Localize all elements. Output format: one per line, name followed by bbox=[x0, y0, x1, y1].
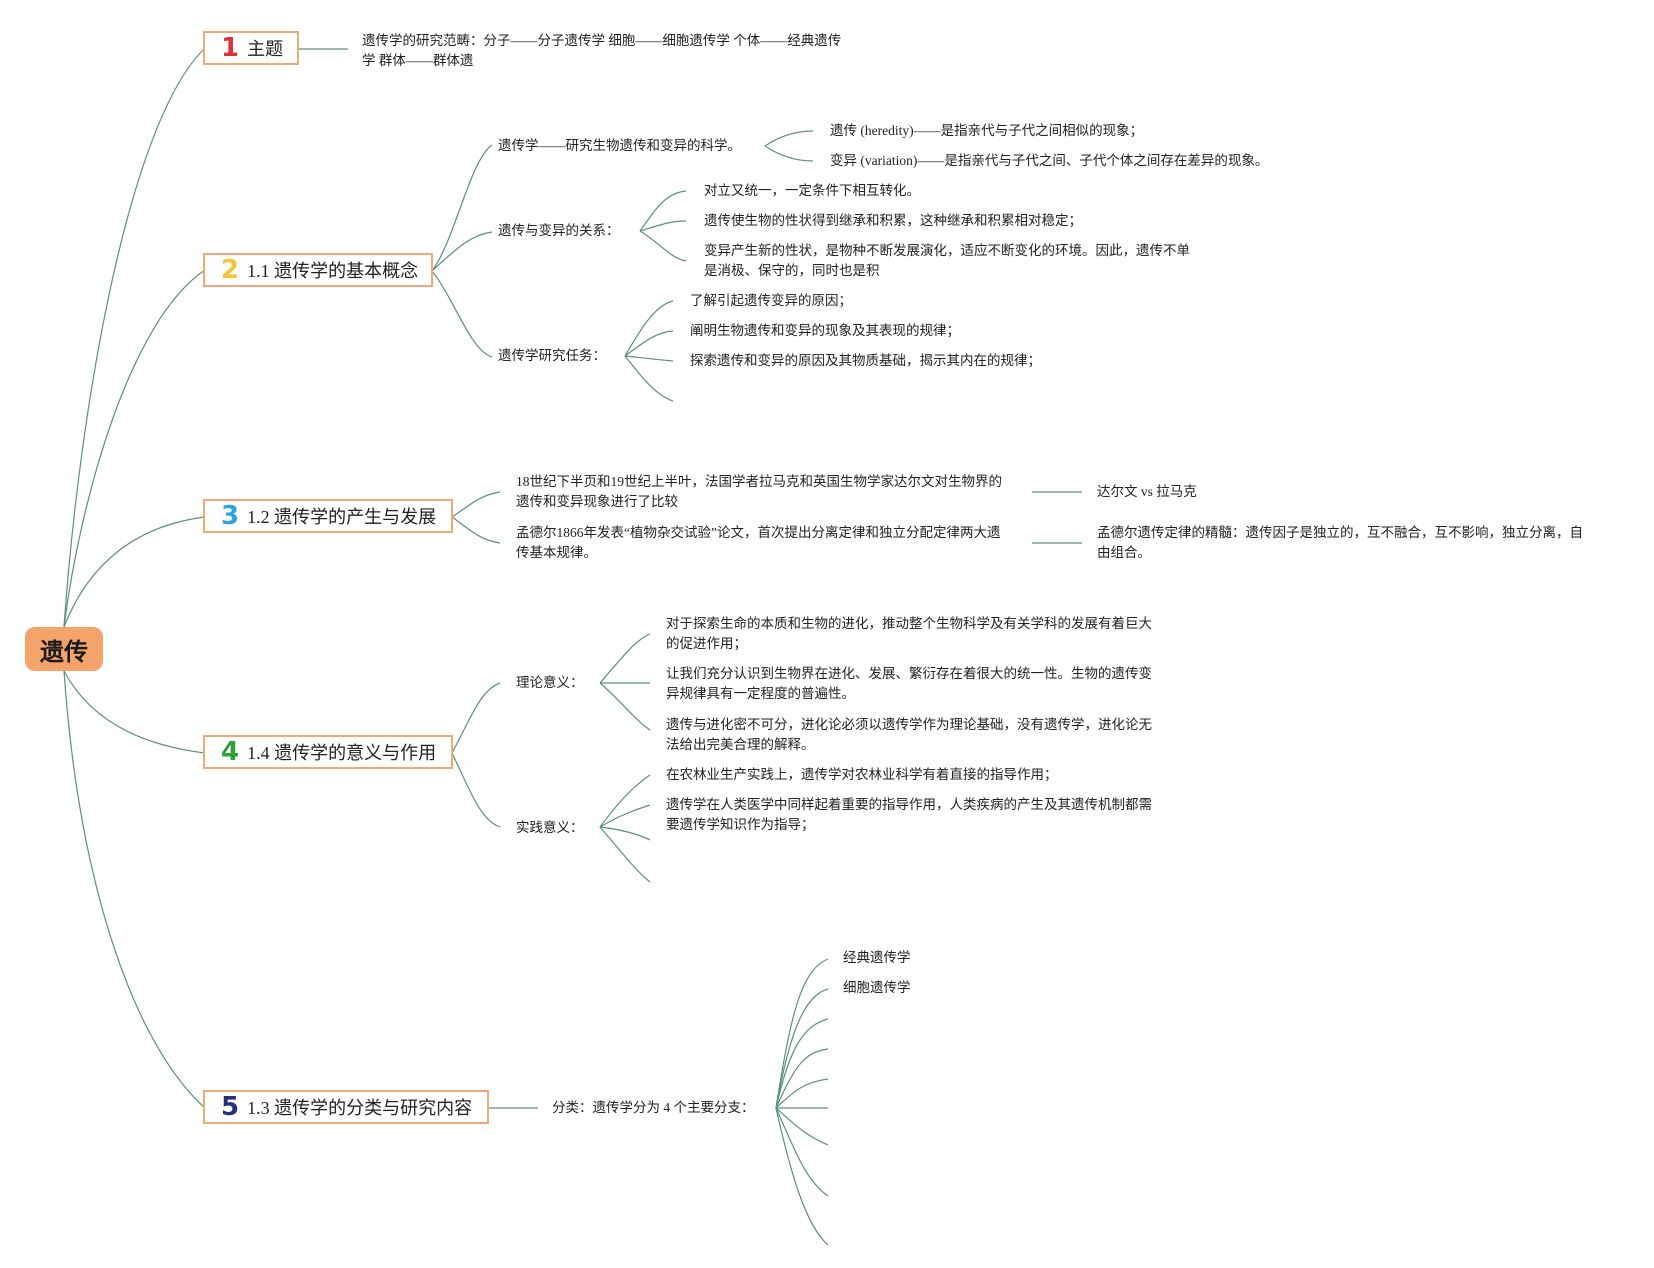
history-subitem[interactable]: 达尔文 vs 拉马克 bbox=[1097, 484, 1197, 499]
relation-label[interactable]: 遗传与变异的关系： bbox=[498, 223, 620, 238]
relation-item[interactable]: 变异产生新的性状，是物种不断发展演化，适应不断变化的环境。因此，遗传不单是消极、… bbox=[704, 243, 1190, 278]
practice-label[interactable]: 实践意义： bbox=[516, 820, 584, 835]
topic-1[interactable]: 1 主题 bbox=[203, 31, 299, 65]
history-subitem[interactable]: 孟德尔遗传定律的精髓：遗传因子是独立的，互不融合，互不影响，独立分离，自由组合。 bbox=[1097, 525, 1583, 560]
topic-4[interactable]: 4 1.4 遗传学的意义与作用 bbox=[203, 735, 453, 769]
topic-number: 1 bbox=[221, 33, 240, 63]
classification-label[interactable]: 分类：遗传学分为 4 个主要分支： bbox=[552, 1100, 755, 1115]
branch-item[interactable]: 细胞遗传学 bbox=[843, 980, 911, 995]
topic-number: 3 bbox=[221, 501, 240, 531]
task-item[interactable]: 了解引起遗传变异的原因； bbox=[690, 293, 852, 308]
branch-item[interactable]: 经典遗传学 bbox=[843, 950, 911, 965]
topic-label: 1.2 遗传学的产生与发展 bbox=[247, 507, 437, 527]
research-scope-text[interactable]: 遗传学的研究范畴：分子——分子遗传学 细胞——细胞遗传学 个体——经典遗传学 群… bbox=[362, 33, 842, 68]
task-item[interactable]: 探索遗传和变异的原因及其物质基础，揭示其内在的规律； bbox=[690, 353, 1041, 368]
topic-label: 1.1 遗传学的基本概念 bbox=[247, 261, 419, 281]
theory-item[interactable]: 对于探索生命的本质和生物的进化，推动整个生物科学及有关学科的发展有着巨大的促进作… bbox=[666, 616, 1152, 651]
variation-definition[interactable]: 变异 (variation)——是指亲代与子代之间、子代个体之间存在差异的现象。 bbox=[830, 153, 1269, 168]
topic-number: 5 bbox=[221, 1092, 240, 1122]
tasks-label[interactable]: 遗传学研究任务： bbox=[498, 348, 606, 363]
genetics-definition[interactable]: 遗传学——研究生物遗传和变异的科学。 bbox=[498, 138, 741, 153]
topic-3[interactable]: 3 1.2 遗传学的产生与发展 bbox=[203, 499, 453, 533]
topic-label: 1.3 遗传学的分类与研究内容 bbox=[247, 1098, 473, 1118]
root-node[interactable]: 遗传 bbox=[25, 627, 103, 671]
task-item[interactable]: 阐明生物遗传和变异的现象及其表现的规律； bbox=[690, 323, 960, 338]
topic-label: 主题 bbox=[247, 39, 284, 59]
topic-label: 1.4 遗传学的意义与作用 bbox=[247, 743, 437, 763]
history-item[interactable]: 18世纪下半页和19世纪上半叶，法国学者拉马克和英国生物学家达尔文对生物界的遗传… bbox=[516, 474, 1002, 509]
topic-number: 4 bbox=[221, 737, 240, 767]
relation-item[interactable]: 对立又统一，一定条件下相互转化。 bbox=[704, 183, 920, 198]
theory-label[interactable]: 理论意义： bbox=[516, 675, 584, 690]
relation-item[interactable]: 遗传使生物的性状得到继承和积累，这种继承和积累相对稳定； bbox=[704, 213, 1082, 228]
theory-item[interactable]: 遗传与进化密不可分，进化论必须以遗传学作为理论基础，没有遗传学，进化论无法给出完… bbox=[666, 717, 1152, 752]
practice-item[interactable]: 在农林业生产实践上，遗传学对农林业科学有着直接的指导作用； bbox=[666, 767, 1058, 782]
topic-number: 2 bbox=[221, 255, 240, 285]
topic-5[interactable]: 5 1.3 遗传学的分类与研究内容 bbox=[203, 1090, 489, 1124]
heredity-definition[interactable]: 遗传 (heredity)——是指亲代与子代之间相似的现象； bbox=[830, 123, 1144, 138]
topic-2[interactable]: 2 1.1 遗传学的基本概念 bbox=[203, 253, 433, 287]
theory-item[interactable]: 让我们充分认识到生物界在进化、发展、繁衍存在着很大的统一性。生物的遗传变异规律具… bbox=[666, 666, 1152, 701]
practice-item[interactable]: 遗传学在人类医学中同样起着重要的指导作用，人类疾病的产生及其遗传机制都需要遗传学… bbox=[666, 797, 1152, 832]
history-item[interactable]: 孟德尔1866年发表“植物杂交试验”论文，首次提出分离定律和独立分配定律两大遗传… bbox=[516, 525, 1001, 560]
